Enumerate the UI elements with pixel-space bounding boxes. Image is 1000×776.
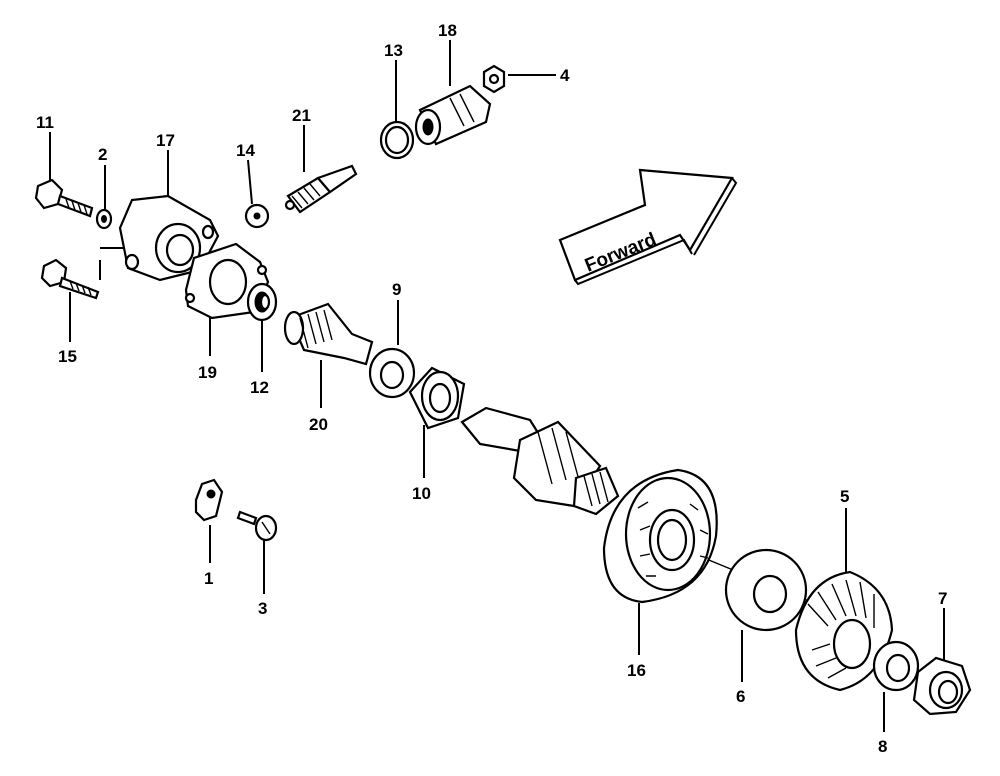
callout-10: 10 — [412, 484, 431, 503]
lock-washer — [95, 208, 113, 230]
o-ring — [379, 120, 415, 160]
thrust-washer — [244, 203, 270, 229]
callout-19: 19 — [198, 363, 217, 382]
callout-8: 8 — [878, 737, 887, 756]
callout-7: 7 — [938, 589, 947, 608]
callout-17: 17 — [156, 131, 175, 150]
callout-6: 6 — [736, 687, 745, 706]
driven-gear — [284, 164, 358, 214]
bolt-upper — [34, 178, 94, 218]
callout-18: 18 — [438, 21, 457, 40]
gear-sleeve — [414, 84, 492, 146]
callout-4: 4 — [560, 66, 570, 85]
propeller-shaft — [460, 406, 620, 516]
oil-seal — [246, 282, 278, 322]
callout-11: 11 — [36, 113, 54, 132]
bearing-race — [408, 366, 466, 430]
callout-15: 15 — [58, 347, 77, 366]
shaft-washer — [724, 548, 808, 632]
callout-5: 5 — [840, 487, 849, 506]
callout-labels: 11 2 17 14 21 13 18 4 15 19 12 20 9 10 1… — [36, 21, 947, 756]
hex-nut — [912, 656, 972, 716]
speedometer-housing — [99, 194, 220, 282]
callout-21: 21 — [292, 106, 311, 125]
callout-1: 1 — [204, 569, 213, 588]
callout-12: 12 — [250, 378, 269, 397]
gear-washer — [872, 640, 920, 692]
callout-20: 20 — [309, 415, 328, 434]
ball-bearing — [602, 468, 718, 604]
leader-lines — [49, 40, 945, 732]
callout-16: 16 — [627, 661, 646, 680]
small-nut — [482, 64, 506, 94]
forward-arrow: Forward — [558, 168, 738, 286]
retaining-clip — [194, 478, 224, 522]
callout-13: 13 — [384, 41, 403, 60]
callout-9: 9 — [392, 280, 401, 299]
callout-2: 2 — [98, 145, 107, 164]
bevel-gear — [794, 570, 894, 692]
bolt-lower — [40, 258, 100, 300]
drive-gear — [283, 302, 374, 366]
retaining-screw — [236, 510, 278, 542]
callout-14: 14 — [236, 141, 255, 160]
callout-3: 3 — [258, 599, 267, 618]
spacer-washer — [368, 347, 416, 399]
